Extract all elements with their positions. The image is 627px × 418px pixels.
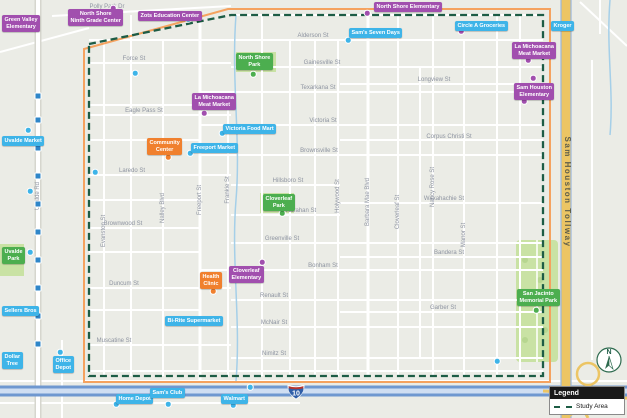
legend-title: Legend bbox=[550, 387, 624, 399]
interstate-shield-number: 10 bbox=[292, 391, 300, 398]
interstate-10-shield: 10 bbox=[287, 383, 305, 405]
legend-item-label: Study Area bbox=[576, 403, 608, 410]
north-shore-park-area bbox=[236, 52, 276, 72]
major-roads bbox=[34, 0, 370, 418]
north-arrow: N bbox=[596, 347, 622, 373]
legend: Legend Study Area bbox=[549, 386, 625, 415]
north-arrow-label: N bbox=[606, 349, 612, 356]
outer-boundary-line bbox=[83, 8, 551, 383]
uvalde-park-area bbox=[0, 244, 24, 276]
study-area-line-swatch bbox=[554, 405, 572, 408]
legend-item-study-area: Study Area bbox=[550, 399, 624, 414]
stream-lines bbox=[233, 0, 612, 382]
cloverleaf-park-area bbox=[260, 193, 294, 213]
